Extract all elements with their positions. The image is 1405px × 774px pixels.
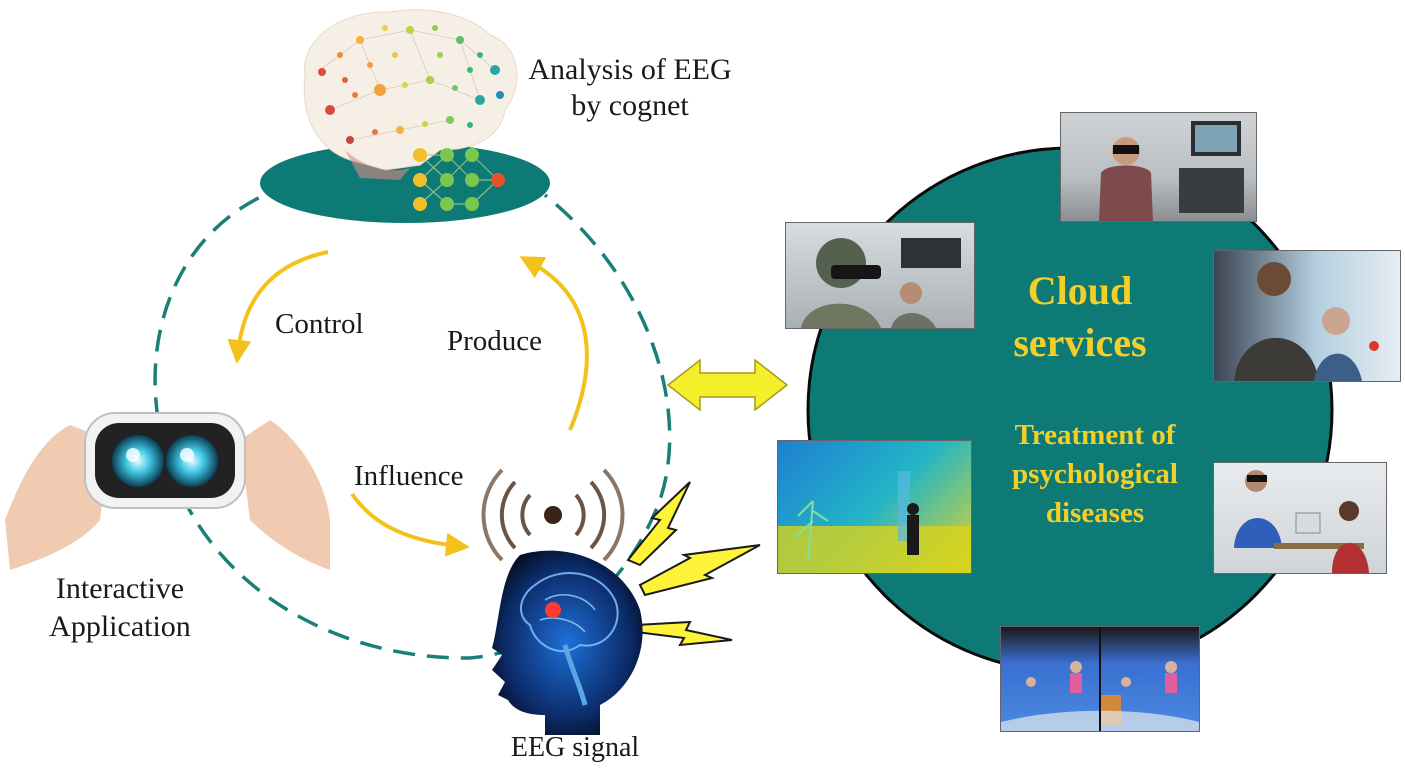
brain-network-graphic — [303, 9, 518, 180]
double-arrow — [666, 358, 789, 412]
produce-label: Produce — [447, 325, 543, 357]
photo-vr-therapy-session-art — [1234, 470, 1369, 573]
analysis-label: Analysis of EEG by cognet — [528, 53, 732, 122]
treatment-subtitle: Treatment of psychological diseases — [1012, 419, 1178, 529]
cloud-services-title: Cloud services — [1013, 268, 1147, 365]
photo-vr-therapy-session — [1213, 462, 1387, 574]
dashed-cycle-path — [153, 183, 672, 660]
photo-man-with-virtual-avatar — [1213, 250, 1401, 382]
influence-arrow — [350, 492, 470, 557]
control-arrow — [227, 250, 329, 364]
photo-vr-headset-user-seated — [1060, 112, 1257, 222]
photo-vr-headset-user-seated-art — [1099, 121, 1244, 221]
photo-avatar-stereo-view-art — [1001, 627, 1199, 731]
photo-soldier-vr-training-art — [801, 238, 961, 328]
produce-arrow — [519, 256, 589, 431]
photo-virtual-environment-figure — [777, 440, 972, 574]
eeg-signal-label: EEG signal — [510, 732, 640, 763]
photo-virtual-environment-figure-art — [778, 471, 971, 573]
control-label: Control — [275, 308, 364, 340]
signal-wave-icon — [481, 468, 625, 562]
photo-soldier-vr-training — [785, 222, 975, 329]
neural-network-icon — [413, 148, 505, 211]
vr-headset-graphic — [5, 412, 330, 570]
influence-label: Influence — [354, 460, 464, 492]
interactive-application-label: Interactive Application — [49, 572, 191, 643]
photo-avatar-stereo-view — [1000, 626, 1200, 732]
head-brain-graphic — [492, 550, 643, 735]
lightning-bolts — [626, 481, 761, 647]
photo-man-with-virtual-avatar-art — [1234, 262, 1379, 381]
